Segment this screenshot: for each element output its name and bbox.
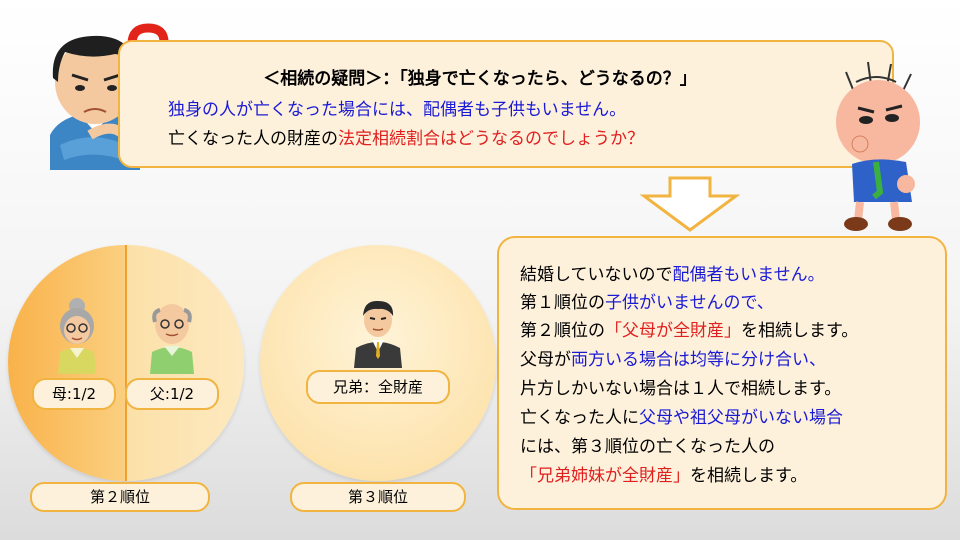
rank-3-label: 第３順位 [290,482,466,512]
father-share-label: 父:1/2 [125,378,219,410]
explanation-line-7: には、第３順位の亡くなった人の [520,437,775,457]
explanation-line-4-highlight: 両方いる場合は均等に分け合い、 [571,350,826,370]
explanation-box [497,236,947,510]
explanation-line-2-highlight: 子供がいませんので、 [605,293,774,313]
explanation-line-5: 片方しかいない場合は１人で相続します。 [520,379,842,399]
question-line-2: 亡くなった人の財産の法定相続割合はどうなるのでしょうか？ [168,124,644,149]
grandmother-icon [58,298,96,374]
explanation-line-3-tail: を相続します。 [741,321,859,341]
question-title: ＜相続の疑問＞：「独身で亡くなったら、どうなるの？」 [263,69,697,89]
mother-share-label: 母:1/2 [32,378,116,410]
explanation-line-8: 「兄弟姉妹が全財産」を相続します。 [520,461,807,486]
rank-2-label: 第２順位 [30,482,210,512]
explanation-line-3-text: 第２順位の [520,321,605,341]
explanation-line-1-text: 結婚していないので [520,265,673,285]
explanation-line-2: 第１順位の子供がいませんので、 [520,288,774,313]
explanation-line-1-highlight: 配偶者もいません。 [672,265,825,285]
circle-divider [125,245,127,481]
sibling-man-icon [354,300,402,368]
question-line-2-text: 亡くなった人の財産の [168,129,338,149]
explanation-line-6: 亡くなった人に父母や祖父母がいない場合 [520,403,843,428]
explanation-line-3-highlight: 「父母が全財産」 [605,321,741,341]
explanation-line-6-text: 亡くなった人に [520,408,639,428]
question-bubble [118,40,894,168]
explanation-line-3: 第２順位の「父母が全財産」を相続します。 [520,316,858,341]
thinking-mascot-icon [836,61,920,231]
explanation-line-4: 父母が両方いる場合は均等に分け合い、 [520,345,826,370]
grandfather-icon [150,304,194,374]
explanation-line-1: 結婚していないので配偶者もいません。 [520,260,825,285]
down-arrow-icon [640,176,740,232]
explanation-line-4-text: 父母が [520,350,571,370]
explanation-line-2-text: 第１順位の [520,293,605,313]
explanation-line-8-highlight: 「兄弟姉妹が全財産」 [520,466,690,486]
explanation-line-6-highlight: 父母や祖父母がいない場合 [639,408,843,428]
sibling-share-label: 兄弟：全財産 [306,370,450,404]
explanation-line-8-tail: を相続します。 [690,466,808,486]
question-line-2-highlight: 法定相続割合はどうなるのでしょうか？ [338,129,644,149]
question-line-1: 独身の人が亡くなった場合には、配偶者も子供もいません。 [168,100,627,120]
